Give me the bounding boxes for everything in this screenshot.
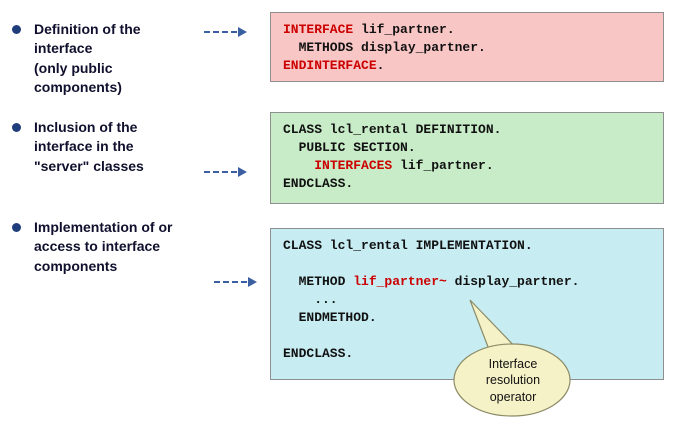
callout-text: Interface resolution operator [485, 357, 541, 404]
code-segment: . [376, 58, 385, 73]
code-line: METHOD lif_partner~ display_partner. [283, 273, 651, 291]
code-segment: PUBLIC SECTION. [283, 140, 416, 155]
code-line: INTERFACE lif_partner. [283, 21, 651, 39]
arrow-head [238, 167, 247, 177]
arrow-icon [204, 166, 247, 178]
code-line: METHODS display_partner. [283, 39, 651, 57]
code-segment: ENDMETHOD. [283, 310, 377, 325]
bullet-text-inclusion: Inclusion of the interface in the "serve… [34, 119, 144, 174]
code-line: CLASS lcl_rental DEFINITION. [283, 121, 651, 139]
bullet-icon [12, 123, 21, 132]
bullet-item-implementation: Implementation of or access to interface… [12, 218, 222, 276]
code-segment: CLASS lcl_rental DEFINITION. [283, 122, 502, 137]
code-segment: INTERFACES [314, 158, 393, 173]
code-segment: INTERFACE [283, 22, 354, 37]
bullet-item-inclusion: Inclusion of the interface in the "serve… [12, 118, 222, 176]
code-segment: CLASS lcl_rental IMPLEMENTATION. [283, 238, 533, 253]
code-line: ENDCLASS. [283, 175, 651, 193]
code-line: ENDINTERFACE. [283, 57, 651, 75]
bullet-text-definition: Definition of the interface (only public… [34, 21, 141, 95]
callout-ellipse [453, 343, 571, 417]
code-segment: lif_partner. [392, 158, 494, 173]
code-line: ... [283, 291, 651, 309]
code-line: CLASS lcl_rental IMPLEMENTATION. [283, 237, 651, 255]
arrow-icon [214, 276, 257, 288]
code-segment: METHODS display_partner. [283, 40, 486, 55]
arrow-dash [204, 31, 237, 33]
code-segment: lif_partner. [353, 22, 455, 37]
code-box-class-implementation: CLASS lcl_rental IMPLEMENTATION. METHOD … [270, 228, 664, 380]
code-box-class-definition: CLASS lcl_rental DEFINITION. PUBLIC SECT… [270, 112, 664, 204]
code-segment: ENDINTERFACE [283, 58, 377, 73]
code-line: INTERFACES lif_partner. [283, 157, 651, 175]
code-line: ENDCLASS. [283, 345, 651, 363]
arrow-icon [204, 26, 247, 38]
code-segment: ... [283, 292, 338, 307]
code-segment: display_partner. [446, 274, 580, 289]
bullet-text-implementation: Implementation of or access to interface… [34, 219, 173, 274]
code-segment: lif_partner~ [353, 274, 447, 289]
bullet-item-definition: Definition of the interface (only public… [12, 20, 222, 97]
bullet-icon [12, 223, 21, 232]
code-segment [283, 158, 314, 173]
bullet-icon [12, 25, 21, 34]
code-segment: METHOD [283, 274, 354, 289]
callout-bubble [453, 299, 571, 417]
arrow-dash [214, 281, 247, 283]
code-box-interface-definition: INTERFACE lif_partner. METHODS display_p… [270, 12, 664, 82]
code-line: ENDMETHOD. [283, 309, 651, 327]
arrow-head [248, 277, 257, 287]
code-line: PUBLIC SECTION. [283, 139, 651, 157]
code-segment: ENDCLASS. [283, 346, 354, 361]
code-segment: ENDCLASS. [283, 176, 354, 191]
arrow-head [238, 27, 247, 37]
arrow-dash [204, 171, 237, 173]
code-line [283, 255, 651, 273]
